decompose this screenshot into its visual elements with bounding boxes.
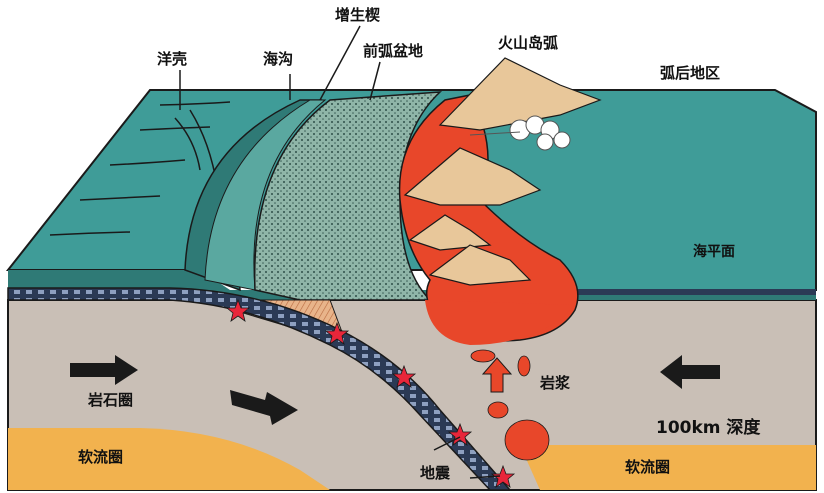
label-forearc-basin: 前弧盆地 — [363, 44, 423, 59]
label-sea-level: 海平面 — [693, 245, 735, 259]
label-lithosphere: 岩石圈 — [88, 393, 133, 408]
label-accretionary-wedge: 增生楔 — [335, 8, 380, 23]
label-magma: 岩浆 — [540, 376, 570, 391]
label-ocean-crust: 洋壳 — [157, 52, 187, 67]
label-trench: 海沟 — [263, 52, 293, 67]
label-volcanic-island-arc: 火山岛弧 — [498, 36, 558, 51]
label-depth: 100km 深度 — [656, 420, 760, 437]
label-asthenosphere-left: 软流圈 — [78, 450, 123, 465]
label-earthquake: 地震 — [420, 466, 450, 481]
label-asthenosphere-right: 软流圈 — [625, 460, 670, 475]
label-back-arc-region: 弧后地区 — [660, 66, 720, 81]
